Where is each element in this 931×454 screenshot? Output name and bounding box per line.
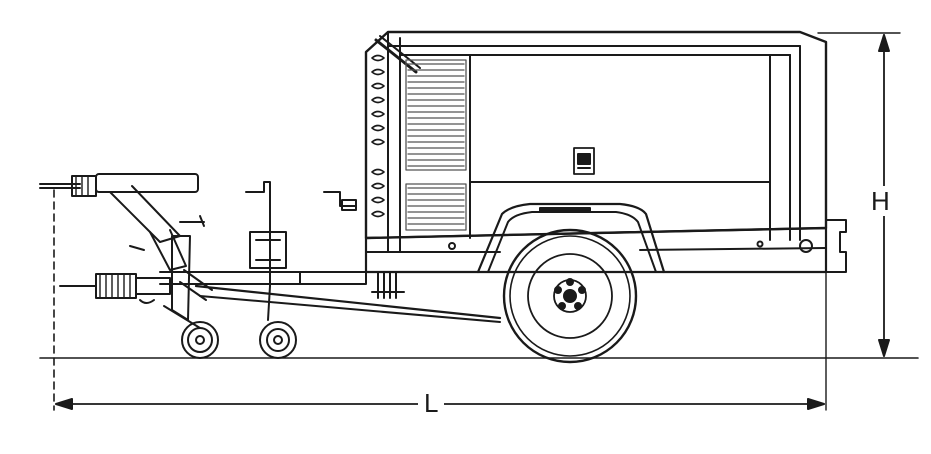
jockey-wheel-front: [163, 235, 219, 359]
height-dimension-label: H: [869, 186, 892, 216]
parking-brake-handle: [39, 173, 205, 271]
tow-coupling: [59, 273, 171, 304]
hose-fitting: [323, 191, 357, 211]
front-grille-upper: [405, 59, 467, 171]
front-grille-lower: [405, 183, 467, 231]
support-post: [371, 271, 405, 299]
door-latch: [573, 147, 595, 175]
main-wheel: [502, 228, 638, 364]
side-vent-louvers: [371, 54, 385, 218]
rear-lift-eye: [825, 219, 847, 273]
length-dimension-label: L: [418, 390, 445, 416]
jockey-wheel-rear: [245, 181, 297, 359]
drawbar: [159, 271, 502, 323]
wheel-fender: [476, 202, 666, 274]
